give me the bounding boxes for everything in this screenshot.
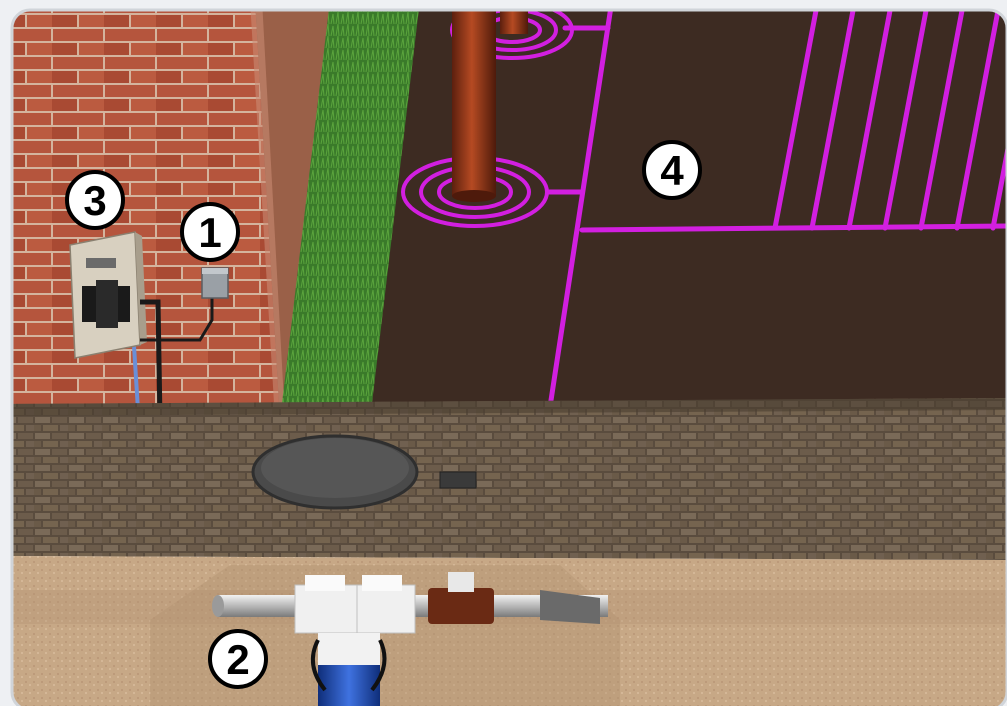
marker-3: 3	[67, 172, 123, 228]
marker-2: 2	[210, 631, 266, 687]
marker-1-label: 1	[198, 209, 221, 256]
marker-3-label: 3	[83, 177, 106, 224]
marker-4: 4	[644, 142, 700, 198]
paver-walkway	[0, 398, 1007, 560]
brick-wall	[0, 0, 330, 420]
marker-4-label: 4	[660, 147, 684, 194]
rain-sensor	[202, 268, 228, 298]
subsoil-cutaway	[0, 556, 1007, 706]
marker-2-label: 2	[226, 636, 249, 683]
marker-1: 1	[182, 204, 238, 260]
